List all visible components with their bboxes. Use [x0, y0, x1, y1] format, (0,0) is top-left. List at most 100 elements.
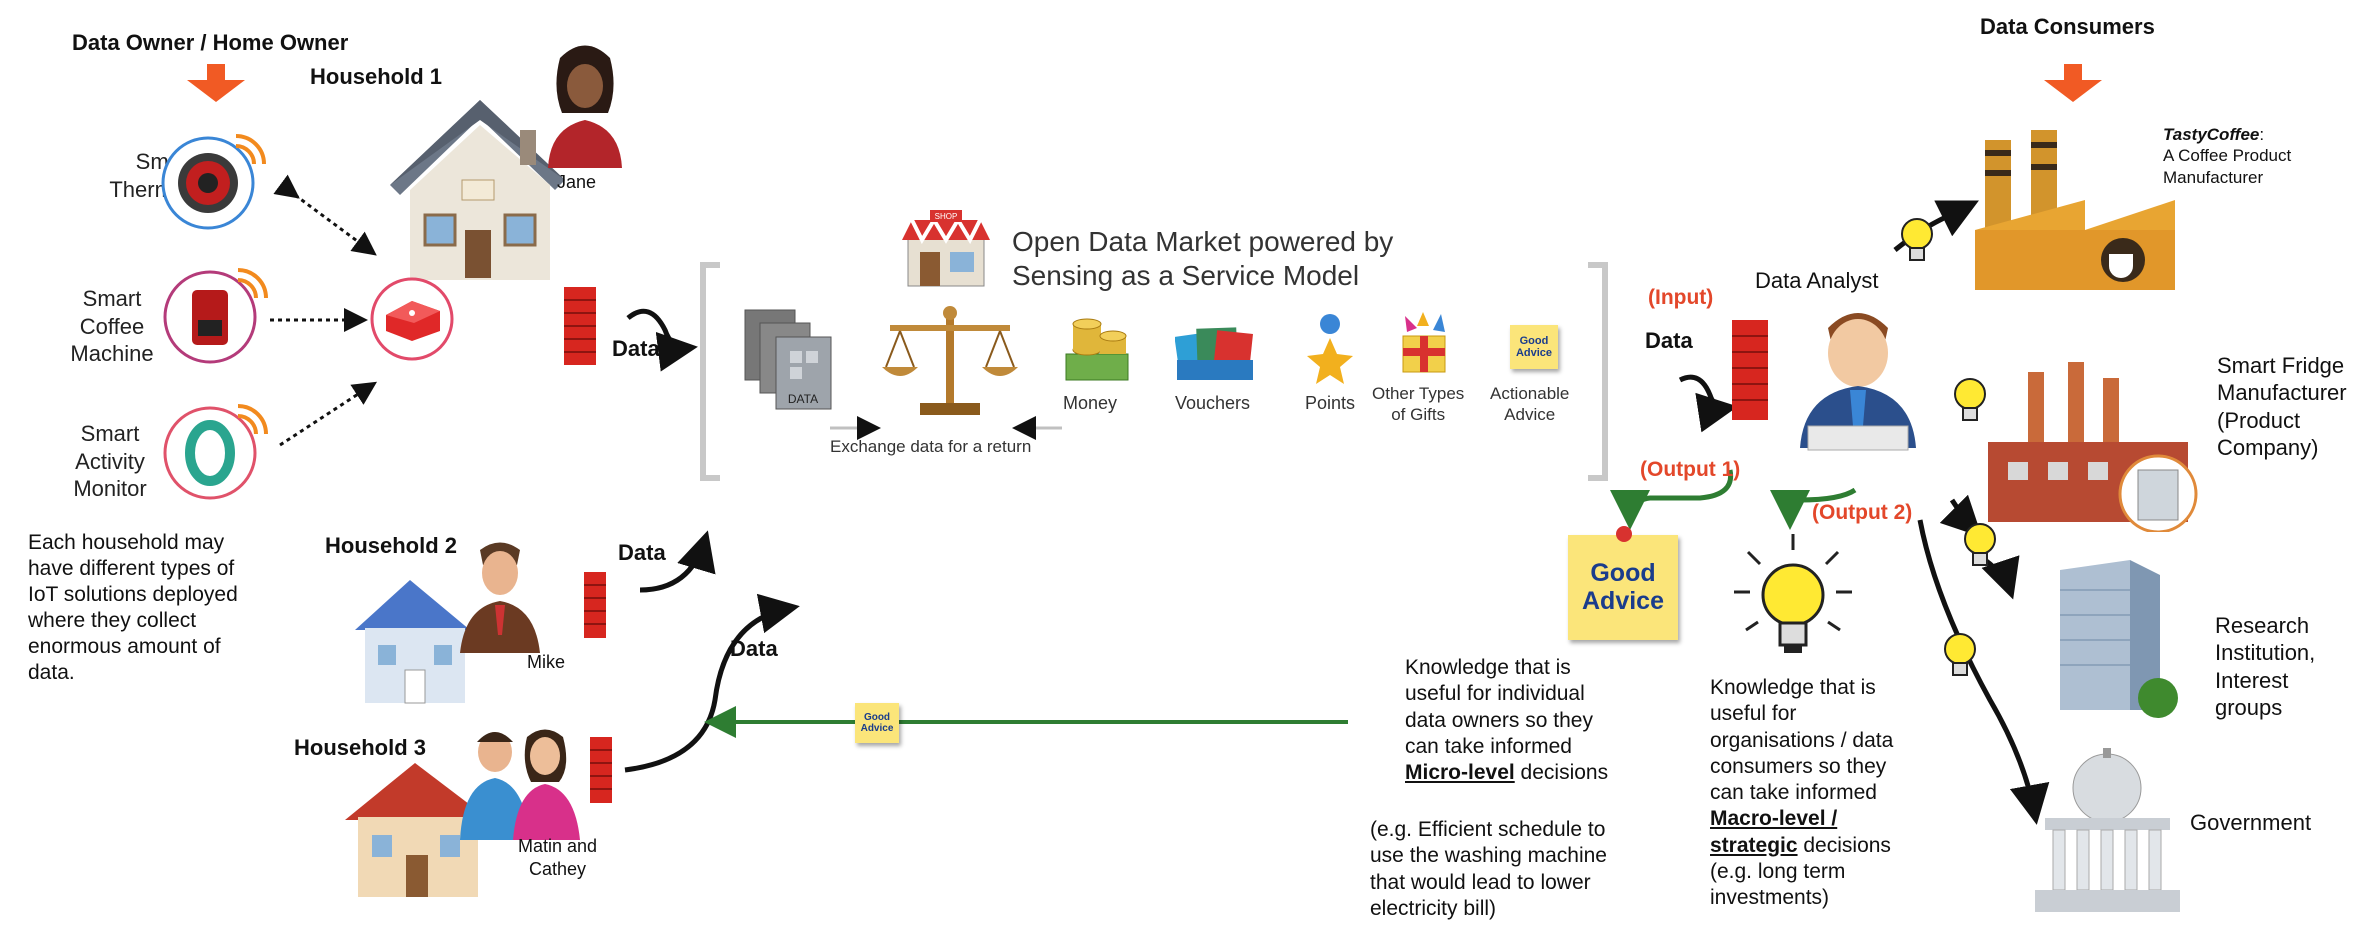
jane-avatar — [548, 45, 622, 168]
macro-rest: decisions — [1797, 833, 1891, 857]
lightbulb-icon — [1734, 534, 1852, 653]
market-title: Open Data Market powered by Sensing as a… — [1012, 225, 1393, 292]
research-label: Research Institution, Interest groups — [2215, 612, 2315, 721]
micro-example-line4: electricity bill) — [1370, 896, 1497, 920]
gifts-icon — [1402, 312, 1446, 373]
macro-emph2: strategic — [1710, 833, 1798, 857]
data-label-h3: Data — [730, 636, 778, 661]
data-consumers-header: Data Consumers — [1980, 14, 2155, 39]
h3-data-arrow — [624, 593, 800, 773]
macro-line7: strategic decisions — [1710, 833, 1920, 859]
data-analyst-label: Data Analyst — [1755, 268, 1879, 293]
micro-line4: can take informed — [1405, 734, 1572, 758]
market-bracket-right — [1588, 262, 1608, 481]
h1-data-arrow — [626, 308, 698, 372]
to-government-arrow — [1917, 519, 2050, 825]
tasty-coffee-desc-line1: A Coffee Product — [2163, 146, 2292, 166]
government-label: Government — [2190, 810, 2312, 835]
activity-link — [279, 381, 378, 447]
scales-icon — [882, 306, 1018, 415]
advice-icon-line1: Good — [1519, 334, 1549, 347]
household-note-line3: IoT solutions deployed — [28, 583, 238, 607]
macro-line5: can take informed — [1710, 781, 1877, 804]
activity-label-line2: Activity — [75, 448, 145, 474]
data-owner-header: Data Owner / Home Owner — [72, 30, 349, 55]
bulb-small-icon-3 — [1964, 523, 1996, 566]
good-advice-line2: Advice — [1582, 586, 1664, 615]
activity-monitor-icon — [163, 404, 268, 500]
owner-down-arrow — [187, 64, 245, 102]
micro-example-line1: (e.g. Efficient schedule to — [1370, 818, 1606, 841]
research-line2: Institution, — [2215, 640, 2316, 666]
bulb-small-icon-2 — [1954, 378, 1986, 421]
data-documents-icon: DATA — [744, 309, 832, 410]
micro-example-line3: that would lead to lower — [1370, 870, 1591, 894]
consumer-down-arrow — [2044, 64, 2102, 102]
small-advice-line2: Advice — [860, 723, 894, 734]
matin-cathey-line2: Cathey — [529, 858, 587, 879]
input-label: (Input) — [1648, 286, 1714, 309]
research-line4: groups — [2215, 694, 2283, 720]
money-label: Money — [1063, 393, 1118, 413]
house-3-icon — [345, 763, 490, 897]
matin-cathey-label: Matin and Cathey — [518, 835, 597, 880]
macro-line2: useful for — [1710, 702, 1797, 726]
firewall-icon-2 — [584, 572, 606, 638]
input-arrow — [1678, 374, 1738, 433]
macro-emph1: Macro-level / — [1710, 807, 1838, 831]
exchange-label: Exchange data for a return — [830, 437, 1032, 456]
micro-line2: useful for individual — [1405, 682, 1585, 706]
output2-arrow — [1770, 487, 1857, 530]
coffee-label-line2: Coffee — [79, 313, 145, 339]
fridge-line3: (Product — [2217, 407, 2301, 433]
thermostat-link — [273, 174, 377, 256]
doc-label-text: DATA — [788, 392, 818, 406]
macro-example-line1: (e.g. long term — [1710, 859, 1846, 883]
household-note-line5: enormous amount of — [28, 635, 221, 659]
matin-cathey-avatar — [460, 729, 580, 840]
macro-line4: consumers so they — [1710, 754, 1887, 778]
tasty-coffee-name: TastyCoffee — [2163, 125, 2260, 144]
research-building-icon — [2060, 560, 2178, 718]
vouchers-label: Vouchers — [1175, 393, 1251, 413]
bulb-small-icon-4 — [1944, 633, 1976, 676]
tasty-coffee-desc-line2: Manufacturer — [2163, 167, 2264, 187]
advice-icon-line2: Advice — [1515, 347, 1553, 359]
smart-hub-icon — [370, 277, 454, 361]
market-title-line1: Open Data Market powered by — [1012, 226, 1394, 257]
to-research-arrow — [1981, 555, 2020, 600]
household-note-line4: where they collect — [28, 609, 197, 633]
research-line1: Research — [2215, 613, 2310, 638]
micro-line5: Micro-level decisions — [1405, 760, 1615, 786]
household-note-line6: data. — [28, 661, 75, 685]
data-label-h2: Data — [618, 540, 666, 565]
activity-label-line3: Monitor — [73, 476, 147, 501]
micro-line3: data owners so they — [1405, 708, 1593, 732]
house-icon — [390, 100, 565, 280]
macro-example-line2: investments) — [1710, 886, 1830, 909]
data-label-input: Data — [1645, 328, 1693, 353]
mike-label: Mike — [527, 652, 566, 672]
matin-cathey-line1: Matin and — [518, 836, 598, 856]
research-line3: Interest — [2215, 667, 2289, 693]
actionable-advice-label: Actionable Advice — [1490, 383, 1569, 426]
gifts-label-line1: Other Types — [1372, 384, 1465, 403]
macro-description: Knowledge that is useful for organisatio… — [1710, 675, 1920, 911]
good-advice-line1: Good — [1590, 559, 1656, 587]
coffee-label-line1: Smart — [82, 286, 142, 311]
fridge-line4: Company) — [2217, 434, 2319, 460]
tasty-coffee-factory-icon — [1975, 130, 2175, 290]
firewall-icon-4 — [1732, 320, 1768, 420]
actionable-advice-line1: Actionable — [1490, 384, 1570, 403]
points-icon — [1307, 314, 1353, 384]
household-note: Each household may have different types … — [28, 530, 238, 686]
actionable-advice-line2: Advice — [1504, 405, 1556, 425]
points-label: Points — [1305, 393, 1356, 413]
output1-arrow — [1610, 469, 1734, 530]
data-analyst-avatar — [1800, 313, 1916, 451]
tasty-coffee-colon: : — [2259, 125, 2265, 144]
firewall-icon-3 — [590, 737, 612, 803]
activity-monitor-label: Smart Activity Monitor — [50, 420, 170, 503]
small-advice-line1: Good — [863, 712, 891, 723]
